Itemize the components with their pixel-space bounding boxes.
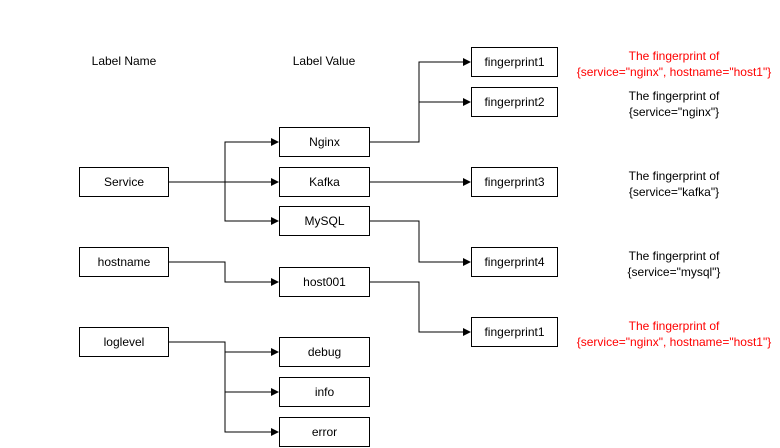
label-value-header: Label Value bbox=[292, 54, 356, 68]
note-fingerprint3: The fingerprint of {service="kafka"} bbox=[569, 168, 779, 200]
loglevel-name-box: loglevel bbox=[79, 327, 169, 357]
note-fingerprint4: The fingerprint of {service="mysql"} bbox=[569, 248, 779, 280]
edge-hostname-host001 bbox=[169, 261, 279, 286]
fingerprint1-bottom-box: fingerprint1 bbox=[471, 317, 558, 347]
mysql-value-box: MySQL bbox=[279, 206, 370, 236]
service-name-box: Service bbox=[79, 167, 169, 197]
note-line: The fingerprint of bbox=[628, 319, 720, 333]
info-value-box: info bbox=[279, 377, 370, 407]
edge-service-nginx bbox=[169, 138, 279, 183]
debug-value-box: debug bbox=[279, 337, 370, 367]
nginx-value-box: Nginx bbox=[279, 127, 370, 157]
fingerprint2-box: fingerprint2 bbox=[471, 87, 558, 117]
fingerprint3-box: fingerprint3 bbox=[471, 167, 558, 197]
edge-loglevel-info bbox=[224, 352, 279, 396]
note-line: The fingerprint of bbox=[628, 169, 720, 183]
note-line: {service="nginx"} bbox=[628, 105, 720, 119]
host001-value-box: host001 bbox=[279, 267, 370, 297]
fingerprint1-top-box: fingerprint1 bbox=[471, 47, 558, 77]
edge-host001-fp1 bbox=[370, 281, 471, 336]
note-fingerprint1-top: The fingerprint of {service="nginx", hos… bbox=[569, 48, 779, 80]
note-line: The fingerprint of bbox=[628, 49, 720, 63]
note-fingerprint2: The fingerprint of {service="nginx"} bbox=[569, 88, 779, 120]
note-line: {service="kafka"} bbox=[628, 185, 720, 199]
note-line: {service="nginx", hostname="host1"} bbox=[576, 335, 772, 349]
hostname-name-box: hostname bbox=[79, 247, 169, 277]
edge-mysql-fp4 bbox=[370, 220, 471, 266]
edge-service-mysql bbox=[224, 182, 279, 225]
note-fingerprint1-bottom: The fingerprint of {service="nginx", hos… bbox=[569, 318, 779, 350]
note-line: The fingerprint of bbox=[628, 249, 720, 263]
note-line: The fingerprint of bbox=[628, 89, 720, 103]
error-value-box: error bbox=[279, 417, 370, 447]
note-line: {service="nginx", hostname="host1"} bbox=[576, 65, 772, 79]
note-line: {service="mysql"} bbox=[627, 265, 721, 279]
label-name-header: Label Name bbox=[91, 54, 157, 68]
edge-loglevel-debug bbox=[169, 341, 279, 356]
kafka-value-box: Kafka bbox=[279, 167, 370, 197]
edge-loglevel-error bbox=[224, 392, 279, 436]
fingerprint4-box: fingerprint4 bbox=[471, 247, 558, 277]
